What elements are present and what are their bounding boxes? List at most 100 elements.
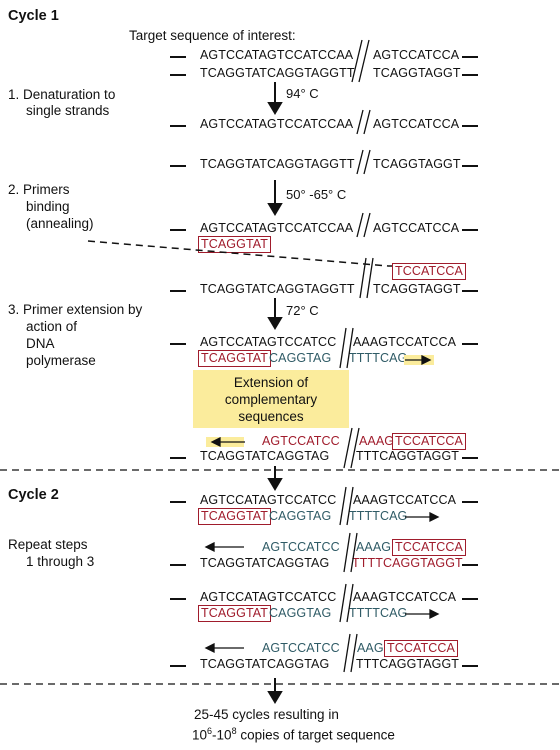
- step3-label-line2: action of: [26, 319, 78, 334]
- strand-end-mark: [462, 564, 478, 566]
- c2c-top-strand-right: AAAGTCCATCCA: [353, 590, 457, 604]
- forward-primer: TCAGGTAT: [198, 350, 271, 367]
- break-slashes: [359, 257, 374, 299]
- c2b-bottom-strand-right: TTTTCAGGTAGGT: [352, 556, 463, 570]
- callout-line2: complementary: [224, 392, 318, 407]
- anneal-top-strand-left: AGTCCATAGTCCATCCAA: [200, 221, 354, 235]
- step2-label-line3: (annealing): [26, 216, 94, 231]
- forward-primer: TCAGGTAT: [198, 605, 271, 622]
- target-bottom-strand-left: TCAGGTATCAGGTAGGTT: [200, 66, 355, 80]
- strand-end-mark: [170, 56, 186, 58]
- strand-end-mark: [170, 501, 186, 503]
- strand-end-mark: [462, 598, 478, 600]
- anneal-top-strand-right: AGTCCATCCA: [373, 221, 460, 235]
- strand-end-mark: [462, 56, 478, 58]
- break-slashes: [356, 149, 371, 175]
- new-strand-segment: AAG: [357, 641, 384, 655]
- temp-extension: 72° C: [286, 303, 319, 318]
- strand-end-mark: [462, 125, 478, 127]
- step2-label-line2: binding: [26, 199, 70, 214]
- target-top-strand-right: AGTCCATCCA: [373, 48, 460, 62]
- forward-primer: TCAGGTAT: [198, 508, 271, 525]
- single-top-strand-left: AGTCCATAGTCCATCCAA: [200, 117, 354, 131]
- strand-end-mark: [170, 343, 186, 345]
- repeat-label-line1: Repeat steps: [8, 537, 88, 552]
- arrow-head: [267, 102, 283, 115]
- break-slashes: [356, 109, 371, 135]
- strand-end-mark: [462, 229, 478, 231]
- arrow-head: [267, 203, 283, 216]
- anneal-bottom-strand-left: TCAGGTATCAGGTAGGTT: [200, 282, 355, 296]
- strand-end-mark: [462, 343, 478, 345]
- strand-end-mark: [170, 74, 186, 76]
- break-slashes: [339, 583, 354, 623]
- strand-end-mark: [462, 501, 478, 503]
- result-line2: 106-108 copies of target sequence: [192, 726, 395, 743]
- new-strand-segment: CAGGTAG: [269, 351, 332, 365]
- primer-path-line: [87, 240, 389, 267]
- new-strand-segment: CAGGTAG: [269, 606, 332, 620]
- c2a-top-strand-right: AAAGTCCATCCA: [353, 493, 457, 507]
- strand-end-mark: [170, 290, 186, 292]
- step3-label-line4: polymerase: [26, 353, 96, 368]
- strand-end-mark: [462, 290, 478, 292]
- c2d-bottom-strand-left: TCAGGTATCAGGTAG: [200, 657, 330, 671]
- new-strand-segment: AGTCCATCC: [262, 540, 340, 554]
- step1-label-line2: single strands: [26, 103, 110, 118]
- c2a-top-strand-left: AGTCCATAGTCCATCC: [200, 493, 337, 507]
- new-strand-segment: AGTCCATCC: [262, 641, 340, 655]
- strand-end-mark: [170, 165, 186, 167]
- extension-callout: Extension of complementary sequences: [193, 370, 349, 428]
- callout-line3: sequences: [238, 409, 304, 424]
- step3-label-line3: DNA: [26, 336, 55, 351]
- single-bottom-strand-left: TCAGGTATCAGGTAGGTT: [200, 157, 355, 171]
- single-top-strand-right: AGTCCATCCA: [373, 117, 460, 131]
- strand-end-mark: [170, 457, 186, 459]
- ext-bottom-strand-left: TCAGGTATCAGGTAG: [200, 449, 330, 463]
- strand-end-mark: [170, 665, 186, 667]
- break-slashes: [343, 427, 360, 469]
- reverse-primer: TCCATCCA: [384, 640, 458, 657]
- break-slashes: [356, 212, 371, 238]
- callout-line1: Extension of: [233, 375, 309, 390]
- ext-top-strand-right: AAAGTCCATCCA: [353, 335, 457, 349]
- strand-end-mark: [170, 125, 186, 127]
- strand-end-mark: [170, 598, 186, 600]
- break-slashes: [339, 486, 354, 526]
- anneal-bottom-strand-right: TCAGGTAGGT: [373, 282, 461, 296]
- step2-label-line1: 2. Primers: [8, 182, 70, 197]
- ext-top-strand-left: AGTCCATAGTCCATCC: [200, 335, 337, 349]
- repeat-label-line2: 1 through 3: [26, 554, 95, 569]
- new-strand-segment: AAAG: [356, 540, 392, 554]
- c2b-bottom-strand-left: TCAGGTATCAGGTAG: [200, 556, 330, 570]
- strand-end-mark: [462, 457, 478, 459]
- arrow-head: [267, 691, 283, 704]
- ext-bottom-strand-right: TTTCAGGTAGGT: [356, 449, 460, 463]
- arrow-head: [267, 317, 283, 330]
- c2d-bottom-strand-right: TTTCAGGTAGGT: [356, 657, 460, 671]
- new-strand-segment: TTTTCAG: [349, 351, 408, 365]
- new-strand-segment: TTTTCAG: [349, 509, 408, 523]
- new-strand-segment: AAAG: [359, 434, 395, 448]
- result-line1: 25-45 cycles resulting in: [194, 707, 339, 722]
- temp-annealing: 50° -65° C: [286, 187, 347, 202]
- target-top-strand-left: AGTCCATAGTCCATCCAA: [200, 48, 354, 62]
- step1-label-line1: 1. Denaturation to: [8, 87, 116, 102]
- strand-end-mark: [170, 564, 186, 566]
- new-strand-segment: AGTCCATCC: [262, 434, 340, 448]
- break-slashes: [343, 532, 358, 573]
- reverse-primer: TCCATCCA: [392, 433, 466, 450]
- break-slashes: [343, 633, 358, 673]
- break-slashes: [339, 327, 354, 369]
- target-bottom-strand-right: TCAGGTAGGT: [373, 66, 461, 80]
- cycle-2-heading: Cycle 2: [8, 487, 59, 503]
- strand-end-mark: [170, 229, 186, 231]
- c2c-top-strand-left: AGTCCATAGTCCATCC: [200, 590, 337, 604]
- strand-end-mark: [462, 165, 478, 167]
- strand-end-mark: [462, 665, 478, 667]
- temp-denaturation: 94° C: [286, 86, 319, 101]
- single-bottom-strand-right: TCAGGTAGGT: [373, 157, 461, 171]
- arrow-head: [267, 478, 283, 491]
